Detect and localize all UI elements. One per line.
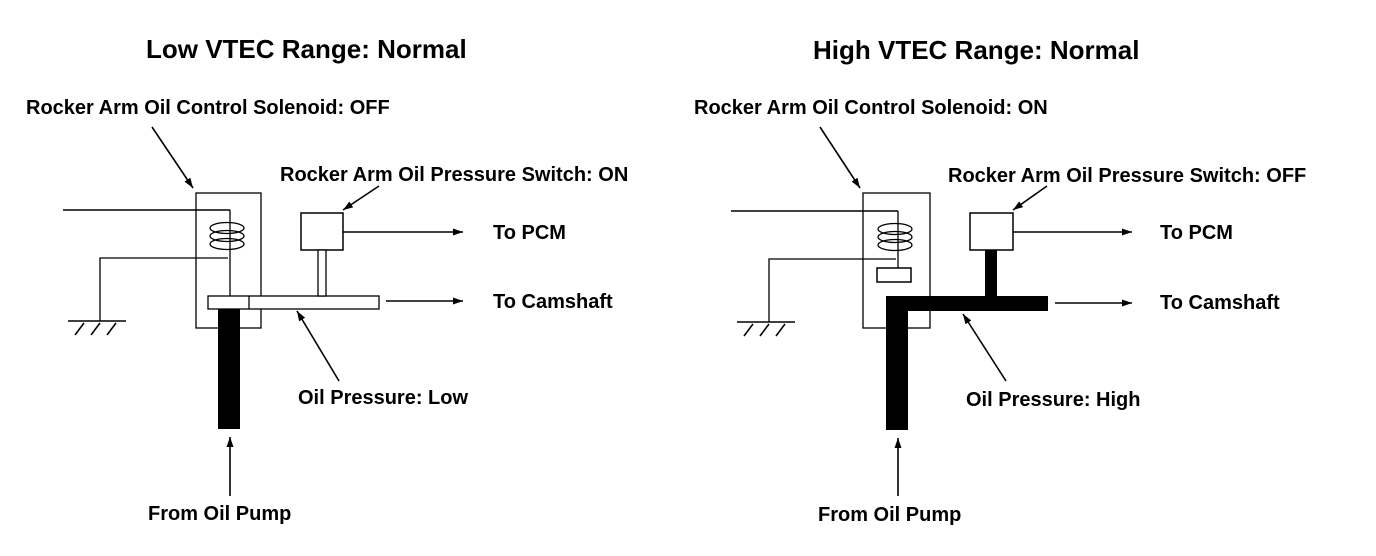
low-to-camshaft-label: To Camshaft xyxy=(493,291,613,313)
high-pressure-switch xyxy=(969,212,1014,251)
high-oil-passage xyxy=(886,296,1048,311)
low-from-pump-label: From Oil Pump xyxy=(148,503,291,525)
high-oil-supply-line xyxy=(886,296,908,430)
low-oil-passage xyxy=(207,295,380,310)
high-coil-icon xyxy=(877,211,913,268)
high-from-pump-label: From Oil Pump xyxy=(818,504,961,526)
low-to-pcm-label: To PCM xyxy=(493,222,566,244)
low-coil-icon xyxy=(209,210,245,296)
high-ground-icon xyxy=(737,321,795,337)
low-panel-title: Low VTEC Range: Normal xyxy=(146,34,467,64)
low-ground-wire xyxy=(99,257,228,321)
low-oil-supply-line xyxy=(218,309,240,429)
low-pressure-switch xyxy=(300,212,344,251)
low-switch-label: Rocker Arm Oil Pressure Switch: ON xyxy=(280,164,628,186)
high-to-camshaft-label: To Camshaft xyxy=(1160,292,1280,314)
high-vtec-panel: High VTEC Range: Normal Rocker Arm Oil C… xyxy=(694,35,1306,526)
high-solenoid-label: Rocker Arm Oil Control Solenoid: ON xyxy=(694,97,1048,119)
low-oil-pressure-label: Oil Pressure: Low xyxy=(298,387,468,409)
low-vtec-panel: Low VTEC Range: Normal Rocker Arm Oil Co… xyxy=(26,34,628,525)
low-ground-icon xyxy=(68,320,126,336)
low-switch-pointer-arrow xyxy=(342,185,380,211)
high-switch-label: Rocker Arm Oil Pressure Switch: OFF xyxy=(948,165,1306,187)
low-switch-stem xyxy=(317,249,327,297)
high-oil-pressure-label: Oil Pressure: High xyxy=(966,389,1141,411)
high-panel-title: High VTEC Range: Normal xyxy=(813,35,1139,65)
high-solenoid-pointer-arrow xyxy=(819,126,861,189)
low-solenoid-label: Rocker Arm Oil Control Solenoid: OFF xyxy=(26,97,390,119)
low-oil-pressure-arrow xyxy=(296,310,340,382)
high-to-pcm-label: To PCM xyxy=(1160,222,1233,244)
high-spool-valve xyxy=(876,267,912,283)
high-oil-pressure-arrow xyxy=(962,313,1007,382)
high-ground-wire xyxy=(768,258,896,322)
low-solenoid-pointer-arrow xyxy=(151,126,194,189)
high-switch-stem xyxy=(985,250,997,297)
high-switch-pointer-arrow xyxy=(1012,185,1048,211)
